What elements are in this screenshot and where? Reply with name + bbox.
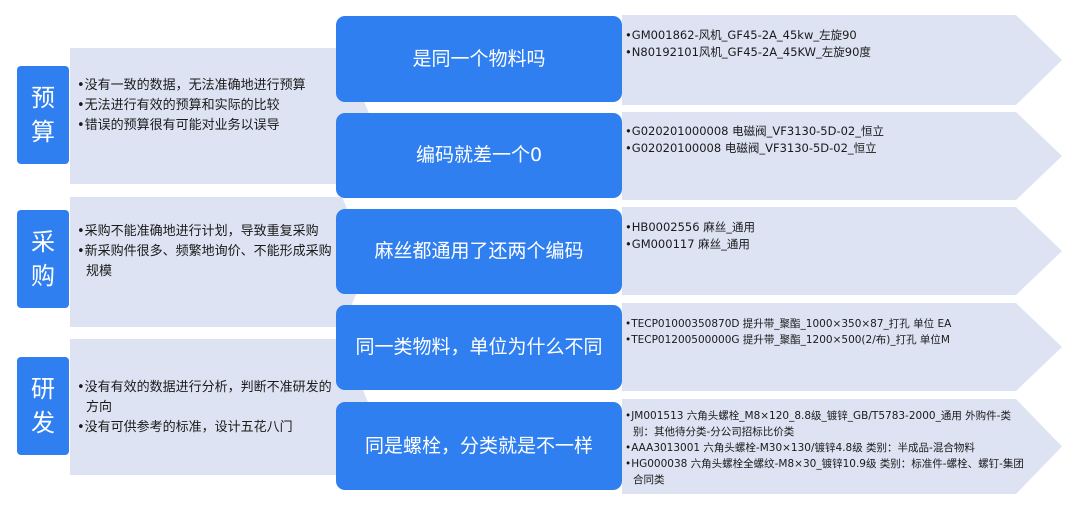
example-item: •G02020100008 电磁阀_VF3130-5D-02_恒立 — [625, 141, 877, 155]
example-arrow-band-2 — [622, 112, 1062, 200]
issue-item: •没有一致的数据，无法准确地进行预算 — [77, 78, 306, 93]
example-item: •GM000117 麻丝_通用 — [625, 237, 750, 251]
examples-list: •TECP01000350870D 提升带_聚酯_1000×350×87_打孔 … — [625, 316, 1025, 348]
example-item: •JM001513 六角头螺栓_M8×120_8.8级_镀锌_GB/T5783-… — [625, 410, 1011, 438]
example-item: •N80192101风机_GF45-2A_45KW_左旋90度 — [625, 45, 871, 59]
issue-item: •无法进行有效的预算和实际的比较 — [77, 98, 280, 113]
example-item: •HB0002556 麻丝_通用 — [625, 220, 755, 234]
budget-issues: •没有一致的数据，无法准确地进行预算 •无法进行有效的预算和实际的比较 •错误的… — [77, 76, 339, 136]
examples-list: •HB0002556 麻丝_通用 •GM000117 麻丝_通用 — [625, 219, 1025, 253]
issue-item: •采购不能准确地进行计划，导致重复采购 — [77, 224, 319, 239]
rd-tag: 研 发 — [17, 357, 69, 455]
issue-item: •错误的预算很有可能对业务以误导 — [77, 118, 280, 133]
issue-item: •没有有效的数据进行分析，判断不准研发的方向 — [77, 380, 332, 415]
issue-item: •没有可供参考的标准，设计五花八门 — [77, 420, 293, 435]
question-box: 编码就差一个0 — [336, 113, 622, 198]
example-arrow-band-1 — [622, 15, 1062, 105]
rd-tag-char-1: 研 — [31, 375, 55, 403]
example-item: •G020201000008 电磁阀_VF3130-5D-02_恒立 — [625, 124, 885, 138]
question-box: 同一类物料，单位为什么不同 — [336, 305, 622, 390]
example-item: •HG000038 六角头螺栓全螺纹-M8×30_镀锌10.9级 类别：标准件-… — [625, 458, 1024, 486]
question-box: 同是螺栓，分类就是不一样 — [336, 402, 622, 490]
example-item: •TECP01200500000G 提升带_聚酯_1200×500(2/布)_打… — [625, 334, 950, 346]
question-box: 麻丝都通用了还两个编码 — [336, 209, 622, 294]
purchase-tag-char-2: 购 — [31, 262, 55, 290]
example-arrow-band-5 — [622, 399, 1062, 494]
budget-arrow-band — [70, 48, 370, 184]
purchase-tag-char-1: 采 — [31, 228, 55, 256]
purchase-arrow-band — [70, 197, 370, 327]
budget-tag-char-1: 预 — [31, 84, 55, 112]
purchase-tag: 采 购 — [17, 210, 69, 308]
examples-list: •G020201000008 电磁阀_VF3130-5D-02_恒立 •G020… — [625, 123, 1025, 157]
example-arrow-band-3 — [622, 207, 1062, 295]
issue-item: •新采购件很多、频繁地询价、不能形成采购规模 — [77, 244, 332, 279]
examples-list: •GM001862-风机_GF45-2A_45kw_左旋90 •N8019210… — [625, 27, 1025, 61]
example-item: •GM001862-风机_GF45-2A_45kw_左旋90 — [625, 28, 857, 42]
examples-list: •JM001513 六角头螺栓_M8×120_8.8级_镀锌_GB/T5783-… — [625, 408, 1025, 488]
rd-tag-char-2: 发 — [31, 409, 55, 437]
question-box: 是同一个物料吗 — [336, 16, 622, 102]
rd-issues: •没有有效的数据进行分析，判断不准研发的方向 •没有可供参考的标准，设计五花八门 — [77, 378, 339, 438]
example-item: •AAA3013001 六角头螺栓-M30×130/镀锌4.8级 类别：半成品-… — [625, 442, 975, 454]
rd-arrow-band — [70, 339, 370, 475]
purchase-issues: •采购不能准确地进行计划，导致重复采购 •新采购件很多、频繁地询价、不能形成采购… — [77, 222, 339, 282]
budget-tag-char-2: 算 — [31, 118, 55, 146]
budget-tag: 预 算 — [17, 66, 69, 164]
example-arrow-band-4 — [622, 303, 1062, 391]
example-item: •TECP01000350870D 提升带_聚酯_1000×350×87_打孔 … — [625, 318, 952, 330]
